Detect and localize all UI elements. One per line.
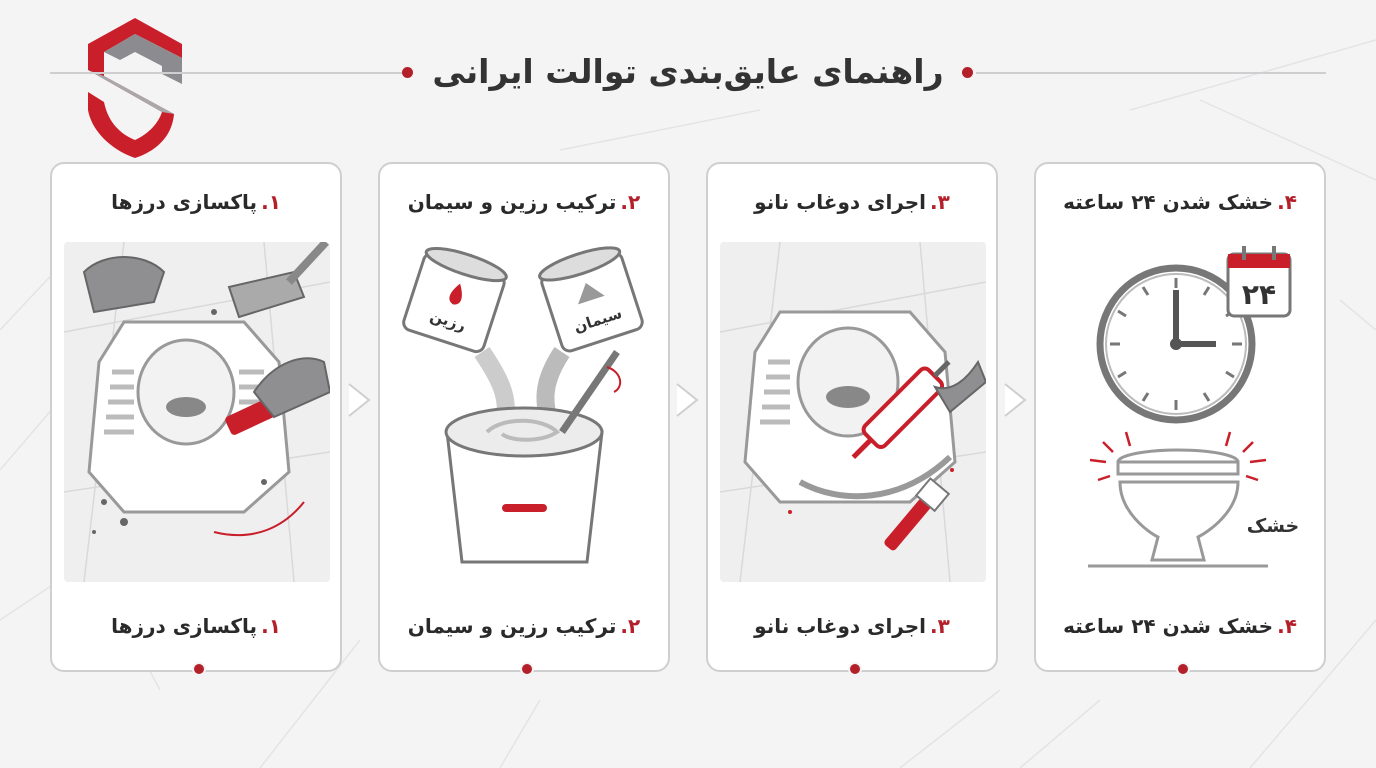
step-card-4: ۴.خشک شدن ۲۴ ساعته ۲۴ خ [1034, 162, 1326, 676]
page-title: راهنمای عایق‌بندی توالت ایرانی [432, 52, 944, 91]
cleaning-icon [64, 242, 330, 582]
chevron-right-icon [348, 383, 371, 417]
step-4-caption: ۴.خشک شدن ۲۴ ساعته [1063, 614, 1297, 638]
step-3-caption: ۳.اجرای دوغاب نانو [754, 614, 950, 638]
step-2-heading: ۲.ترکیب رزین و سیمان [407, 190, 641, 214]
title-bar: راهنمای عایق‌بندی توالت ایرانی [0, 40, 1376, 110]
step-card-3: ۳.اجرای دوغاب نانو ۳.اجرای دوغاب نانو [706, 162, 998, 676]
title-dot-right [962, 67, 973, 78]
step-4-heading: ۴.خشک شدن ۲۴ ساعته [1063, 190, 1297, 214]
caulking-gun-icon [720, 242, 986, 582]
step-card-1: ۱.پاکسازی درزها ۱.پاکسازی درزها [50, 162, 342, 676]
step-2-caption: ۲.ترکیب رزین و سیمان [407, 614, 641, 638]
title-dot-left [402, 67, 413, 78]
step-1-heading: ۱.پاکسازی درزها [111, 190, 281, 214]
step-1-caption: ۱.پاکسازی درزها [111, 614, 281, 638]
step-card-2: ۲.ترکیب رزین و سیمان رزین سیمان [378, 162, 670, 676]
card-2-dot [520, 662, 534, 676]
step-3-heading: ۳.اجرای دوغاب نانو [754, 190, 950, 214]
brand-logo [88, 18, 182, 158]
title-divider-right [976, 72, 1326, 74]
card-3-dot [848, 662, 862, 676]
clock-calendar-icon: ۲۴ خشک [1048, 242, 1314, 582]
card-1-dot [192, 662, 206, 676]
card-4-dot [1176, 662, 1190, 676]
calendar-day-label: ۲۴ [1242, 278, 1276, 311]
chevron-right-icon [676, 383, 699, 417]
mixing-bucket-icon: رزین سیمان [392, 242, 658, 582]
title-divider-left [50, 72, 405, 74]
dry-label: خشک [1247, 515, 1299, 537]
chevron-right-icon [1004, 383, 1027, 417]
